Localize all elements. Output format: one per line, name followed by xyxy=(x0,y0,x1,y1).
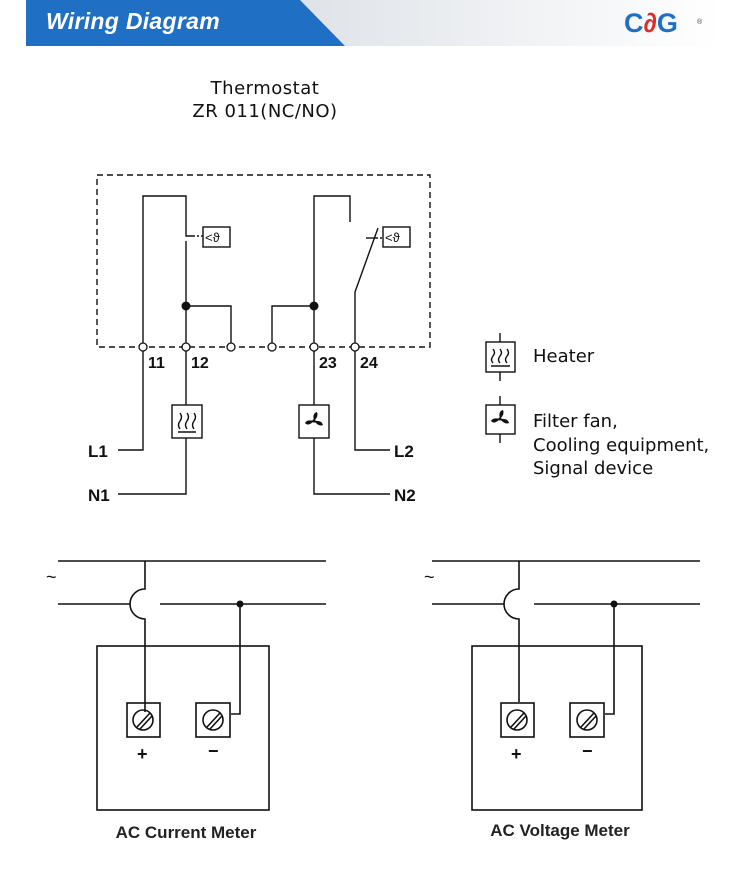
terminal-23-aux xyxy=(267,342,277,352)
sensor-box-left xyxy=(202,226,231,248)
ac-current-meter-diagram xyxy=(58,560,326,811)
line-label-n2: N2 xyxy=(394,486,416,505)
screw-icon xyxy=(132,709,154,731)
current-plus-label: + xyxy=(137,744,148,764)
voltage-junction-dot xyxy=(610,600,618,608)
voltage-lead-minus xyxy=(605,604,615,715)
fan-box xyxy=(298,404,330,439)
heater-icon xyxy=(177,412,197,430)
current-terminal-plus xyxy=(126,702,161,738)
terminal-label-12: 12 xyxy=(191,355,209,372)
terminal-24 xyxy=(350,342,360,352)
screw-slot xyxy=(580,712,597,730)
terminal-12-aux xyxy=(226,342,236,352)
legend-heater-label: Heater xyxy=(533,346,595,367)
header-band xyxy=(0,0,750,46)
screw-icon xyxy=(576,709,598,731)
current-lead-minus xyxy=(231,604,241,715)
fan-icon xyxy=(305,412,323,426)
wire-11 xyxy=(142,195,187,345)
wire-n1 xyxy=(118,438,187,495)
current-junction-dot xyxy=(236,600,244,608)
banner-fade xyxy=(300,0,720,46)
ac-symbol-left: ~ xyxy=(46,567,57,587)
wire-23-bridge xyxy=(271,305,314,345)
legend-heater-box xyxy=(485,341,516,373)
current-lead-plus xyxy=(129,561,146,712)
terminal-label-11: 11 xyxy=(148,355,165,372)
line-label-n1: N1 xyxy=(88,486,110,505)
legend-fan-box xyxy=(485,404,516,435)
voltage-terminal-plus xyxy=(500,702,535,738)
junction-dot-right xyxy=(309,301,319,311)
logo-letter-mid: ∂ xyxy=(643,8,657,38)
legend-fan-label-1: Filter fan, xyxy=(533,411,618,432)
ac-symbol-right: ~ xyxy=(424,567,435,587)
banner-title: Wiring Diagram xyxy=(46,8,220,34)
current-terminal-minus xyxy=(195,702,231,738)
screw-slot xyxy=(206,712,223,730)
voltage-terminal-minus xyxy=(569,702,605,738)
thermostat-title: Thermostat xyxy=(210,78,320,99)
current-minus-label: − xyxy=(208,741,219,761)
screw-slot xyxy=(136,712,153,730)
voltage-lead-plus xyxy=(503,561,520,702)
terminal-11 xyxy=(138,342,148,352)
terminal-label-24: 24 xyxy=(360,355,378,372)
terminal-12 xyxy=(181,342,191,352)
line-label-l1: L1 xyxy=(88,442,108,461)
wire-23 xyxy=(313,195,351,345)
contact-no-right xyxy=(354,227,379,345)
terminal-23 xyxy=(309,342,319,352)
legend-fan-label-2: Cooling equipment, xyxy=(533,435,710,456)
heater-icon xyxy=(490,348,510,364)
voltage-minus-label: − xyxy=(582,741,593,761)
wire-n2 xyxy=(313,438,390,495)
ac-voltage-meter-label: AC Voltage Meter xyxy=(490,821,630,840)
logo-letter-g: G xyxy=(656,8,678,38)
logo-registered-mark: ® xyxy=(697,19,703,26)
terminal-label-23: 23 xyxy=(319,355,337,372)
wire-l2 xyxy=(354,349,390,451)
junction-dot-left xyxy=(181,301,191,311)
line-label-l2: L2 xyxy=(394,442,414,461)
ac-voltage-meter-diagram xyxy=(432,560,700,811)
fan-icon xyxy=(491,410,509,424)
brand-logo: C∂G ® xyxy=(624,8,702,38)
legend-fan-label-3: Signal device xyxy=(533,458,654,479)
screw-slot xyxy=(510,712,527,730)
sensor-symbol-right: <ϑ xyxy=(385,230,401,245)
wire-l1 xyxy=(118,349,144,451)
screw-icon xyxy=(506,709,528,731)
voltage-meter-box xyxy=(471,645,643,811)
voltage-plus-label: + xyxy=(511,744,522,764)
thermostat-model: ZR 011(NC/NO) xyxy=(192,101,338,122)
logo-letter-c: C xyxy=(624,8,644,38)
wire-12-bridge xyxy=(186,305,232,345)
sensor-symbol-left: <ϑ xyxy=(205,230,221,245)
sensor-box-right xyxy=(382,226,411,248)
heater-box xyxy=(171,404,203,439)
current-meter-box xyxy=(96,645,270,811)
ac-current-meter-label: AC Current Meter xyxy=(115,823,257,842)
thermostat-housing xyxy=(96,174,431,348)
banner-ribbon xyxy=(26,0,345,46)
screw-icon xyxy=(202,709,224,731)
contact-nc-left xyxy=(185,230,193,237)
